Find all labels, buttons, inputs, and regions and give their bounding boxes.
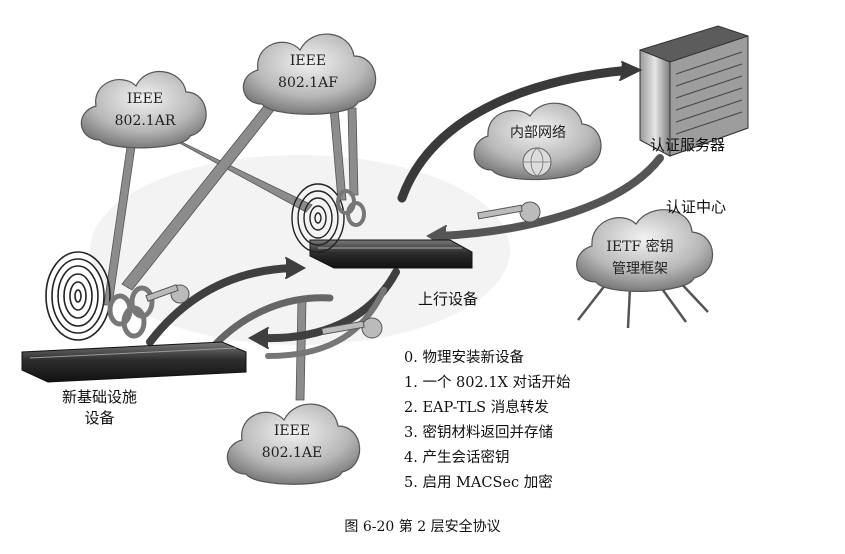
new-device-label-line2: 设备 xyxy=(84,409,115,427)
cloud-ar-line2: 802.1AR xyxy=(114,113,176,129)
arrow-up-2 xyxy=(206,294,334,354)
arrow-up-1 xyxy=(146,264,296,346)
chain-icon-left xyxy=(107,285,155,339)
new-device-icon xyxy=(21,341,247,383)
new-device-label: 新基础设施 设备 xyxy=(62,386,137,428)
upstream-device-label: 上行设备 xyxy=(418,290,479,308)
cloud-af-line1: IEEE xyxy=(289,53,327,69)
step-item: 5. 启用 MACSec 加密 xyxy=(404,475,553,491)
cloud-ar-line1: IEEE xyxy=(126,91,164,107)
step-item: 1. 一个 802.1X 对话开始 xyxy=(404,375,571,391)
step-item: 3. 密钥材料返回并存储 xyxy=(404,425,553,441)
arrow-to-server xyxy=(397,65,635,203)
cloud-ieee-802-1ar xyxy=(80,71,207,149)
figure-caption: 图 6-20 第 2 层安全协议 xyxy=(344,519,501,535)
key-icon-1 xyxy=(477,201,541,223)
flow-arrows xyxy=(146,61,664,359)
cloud-internal-label: 内部网络 xyxy=(510,125,566,141)
chain-icon-right xyxy=(336,189,366,227)
cloud-ieee-802-1ae xyxy=(226,403,361,485)
arrow-down-1 xyxy=(258,268,400,343)
step-item: 0. 物理安装新设备 xyxy=(404,350,524,366)
upstream-device-icon xyxy=(309,239,473,269)
server-icon xyxy=(639,25,749,157)
step-list: 0. 物理安装新设备 1. 一个 802.1X 对话开始 2. EAP-TLS … xyxy=(404,346,571,496)
cloud-ae-label: IEEE 802.1AE xyxy=(256,420,328,464)
cloud-ar-label: IEEE 802.1AR xyxy=(110,88,180,132)
cloud-ae-line2: 802.1AE xyxy=(261,445,323,461)
step-item: 2. EAP-TLS 消息转发 xyxy=(404,400,549,416)
cloud-ietf xyxy=(576,209,714,329)
arrow-from-server xyxy=(436,154,664,240)
auth-server-label: 认证服务器 xyxy=(650,136,726,154)
cloud-internal-network xyxy=(473,102,602,181)
cloud-ietf-line1: IETF 密钥 xyxy=(606,239,674,255)
cloud-ae-line1: IEEE xyxy=(273,423,311,439)
cloud-ieee-802-1af xyxy=(242,33,377,115)
cloud-af-line2: 802.1AF xyxy=(278,75,338,91)
fingerprint-icon-small xyxy=(291,183,345,253)
fingerprint-icon-large xyxy=(45,251,111,341)
cloud-ietf-line2: 管理框架 xyxy=(612,261,668,277)
cloud-af-label: IEEE 802.1AF xyxy=(272,50,344,94)
key-icon-3 xyxy=(145,284,190,304)
key-icon-2 xyxy=(321,317,383,339)
step-item: 4. 产生会话密钥 xyxy=(404,450,510,466)
auth-center-label: 认证中心 xyxy=(666,198,727,216)
cloud-ietf-label: IETF 密钥 管理框架 xyxy=(594,236,686,280)
new-device-label-line1: 新基础设施 xyxy=(62,388,138,406)
beam-af-right xyxy=(347,107,359,196)
arrow-down-2 xyxy=(265,287,387,359)
beams xyxy=(103,95,359,401)
